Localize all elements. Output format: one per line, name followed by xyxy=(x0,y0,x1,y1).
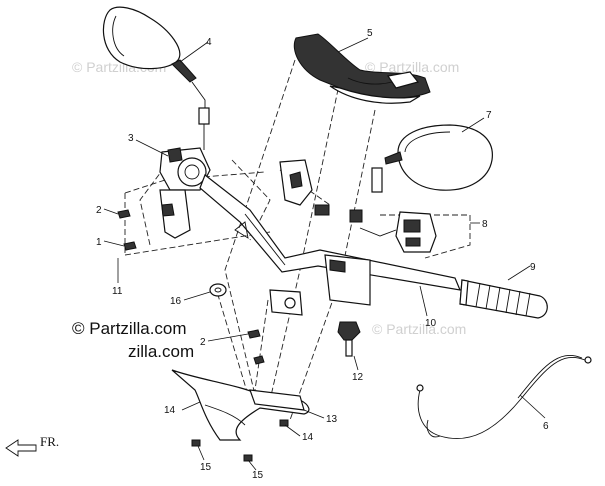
callout-11: 11 xyxy=(112,286,123,297)
callout-12: 12 xyxy=(352,372,364,383)
throttle-cable xyxy=(416,354,592,440)
callout-14-left: 14 xyxy=(164,405,176,416)
lower-cover xyxy=(171,369,310,441)
watermark-main: © Partzilla.com xyxy=(72,319,187,338)
right-mirror xyxy=(371,124,493,193)
callout-10: 10 xyxy=(425,318,437,329)
callout-3: 3 xyxy=(128,133,134,144)
callout-labels: 4 5 7 3 2 1 11 8 9 10 16 2 12 6 13 14 14… xyxy=(96,28,549,481)
callout-16: 16 xyxy=(170,296,182,307)
left-switch-housing xyxy=(159,147,211,191)
callout-4: 4 xyxy=(206,37,212,48)
watermark-main-line2: zilla.com xyxy=(128,342,194,361)
right-grip xyxy=(459,279,548,319)
callout-15-left: 15 xyxy=(200,462,212,473)
handlebar-cover-top xyxy=(293,33,431,104)
callout-7: 7 xyxy=(486,110,492,121)
bolt-12 xyxy=(337,321,361,357)
left-clamp xyxy=(159,189,191,239)
callout-15-right: 15 xyxy=(252,470,264,481)
callout-14-right: 14 xyxy=(302,432,314,443)
callout-5: 5 xyxy=(367,28,373,39)
direction-label: FR. xyxy=(40,434,59,449)
washer-16 xyxy=(209,283,227,297)
callout-1: 1 xyxy=(96,237,102,248)
front-arrow-icon xyxy=(5,439,37,457)
watermark-bottom-right: © Partzilla.com xyxy=(372,321,466,337)
callout-8: 8 xyxy=(482,219,488,230)
center-clamp-assembly xyxy=(234,159,371,316)
callout-9: 9 xyxy=(530,262,536,273)
callout-6: 6 xyxy=(543,421,549,432)
watermark-top-right: © Partzilla.com xyxy=(365,59,459,75)
left-mirror xyxy=(102,6,210,150)
screws xyxy=(117,209,289,462)
front-direction-indicator: FR. xyxy=(5,434,59,457)
callout-2-top: 2 xyxy=(96,205,102,216)
callout-2-bottom: 2 xyxy=(200,337,206,348)
right-switch-housing xyxy=(359,211,437,253)
leader-lines xyxy=(103,37,546,471)
callout-13: 13 xyxy=(326,414,338,425)
